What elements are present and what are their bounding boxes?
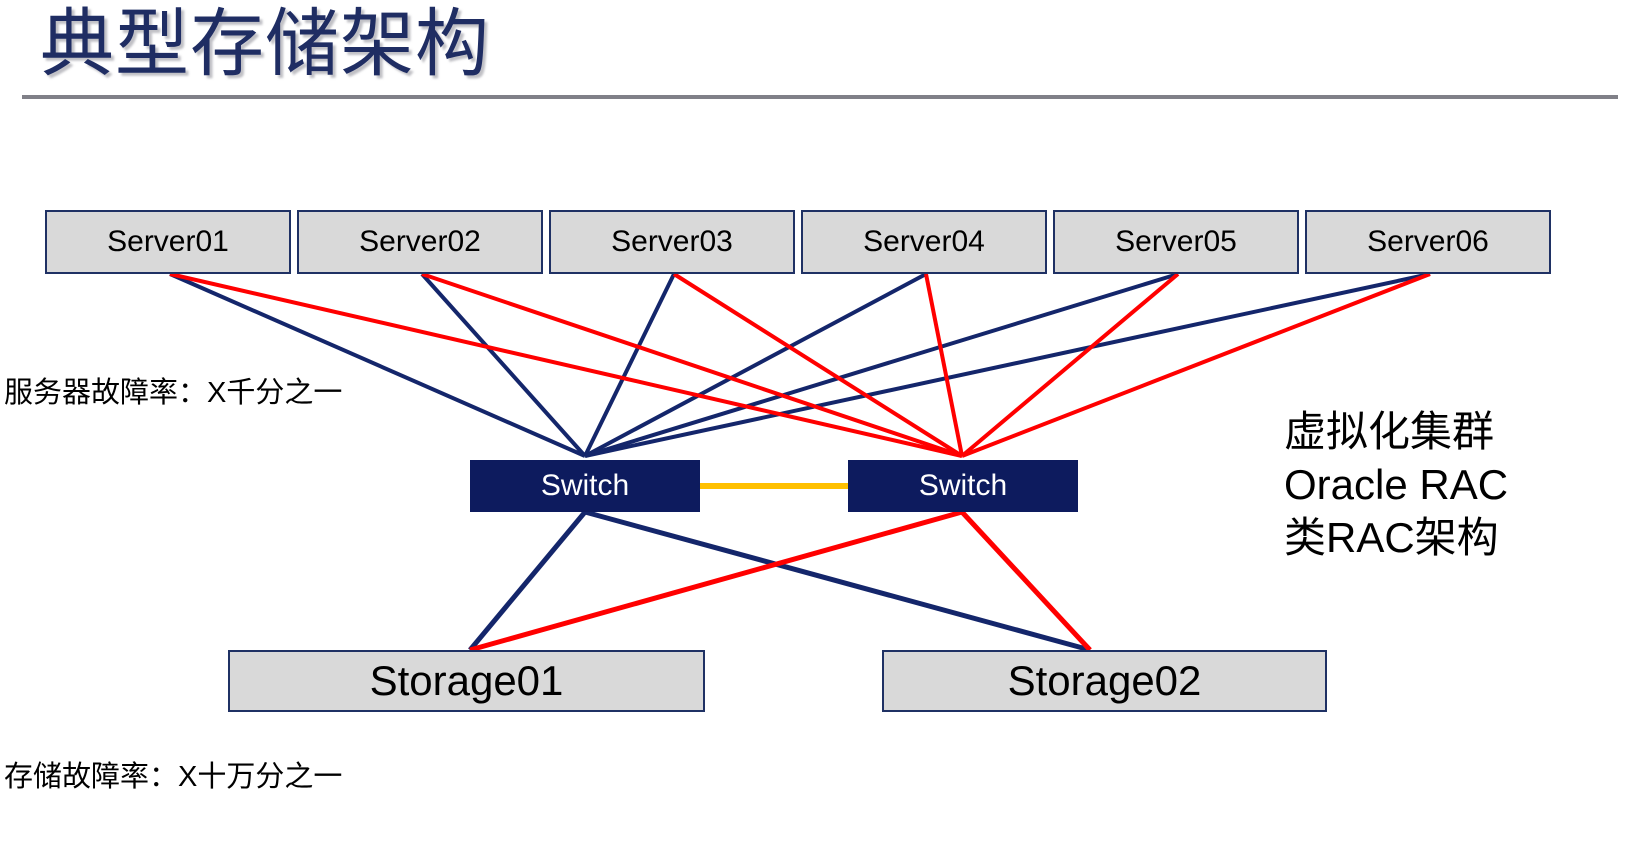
cluster-technology-note: 虚拟化集群 Oracle RAC 类RAC架构 [1284,405,1508,564]
switch-node-2[interactable]: Switch [848,460,1078,512]
cluster-note-line-3: 类RAC架构 [1284,514,1499,561]
link-switch2-storage1 [469,509,963,653]
link-server4-switch1 [584,272,927,458]
link-switch1-storage2 [584,509,1091,653]
link-server2-switch2 [421,272,963,458]
link-server5-switch1 [584,272,1179,458]
server-node-2-label: Server02 [359,225,481,258]
server-failure-rate-label: 服务器故障率：X千分之一 [4,377,343,409]
server-node-6-label: Server06 [1367,225,1489,258]
cluster-note-line-2: Oracle RAC [1284,461,1509,508]
cluster-note-line-1: 虚拟化集群 [1284,408,1495,455]
server-node-6[interactable]: Server06 [1305,210,1551,274]
link-server3-switch1 [583,273,676,457]
title-divider [22,95,1618,99]
switch-node-1[interactable]: Switch [470,460,700,512]
link-server1-switch1 [169,272,586,458]
storage-node-1-label: Storage01 [369,657,564,704]
server-node-5[interactable]: Server05 [1053,210,1299,274]
page-title: 典型存储架构 [40,2,490,85]
link-server3-switch2 [672,272,964,458]
link-switch1-storage1 [468,510,587,652]
server-node-1[interactable]: Server01 [45,210,291,274]
switch-node-2-label: Switch [918,469,1008,502]
storage-node-1[interactable]: Storage01 [228,650,705,712]
server-node-3-label: Server03 [611,225,733,258]
switch-node-1-label: Switch [540,469,630,502]
server-node-3[interactable]: Server03 [549,210,795,274]
link-switch2-storage2 [960,510,1092,652]
link-server1-switch2 [169,272,963,458]
link-server5-switch2 [960,272,1180,458]
server-node-5-label: Server05 [1115,225,1237,258]
storage-failure-rate-label: 存储故障率：X十万分之一 [4,761,343,793]
server-node-2[interactable]: Server02 [297,210,543,274]
link-server4-switch2 [924,273,964,457]
storage-node-2-label: Storage02 [1007,657,1202,704]
server-node-1-label: Server01 [107,225,229,258]
link-server2-switch1 [420,272,587,458]
server-node-4[interactable]: Server04 [801,210,1047,274]
storage-node-2[interactable]: Storage02 [882,650,1327,712]
server-node-4-label: Server04 [863,225,985,258]
